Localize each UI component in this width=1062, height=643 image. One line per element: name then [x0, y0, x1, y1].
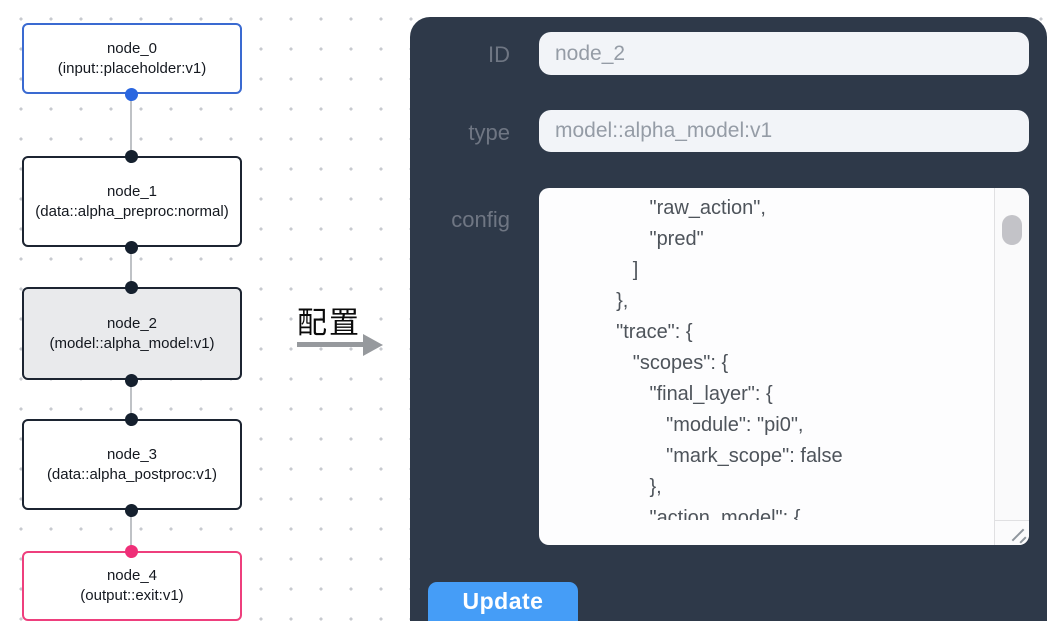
edge-node1-node2 — [130, 247, 132, 287]
node-0[interactable]: node_0 (input::placeholder:v1) — [22, 23, 242, 94]
node-1[interactable]: node_1 (data::alpha_preproc:normal) — [22, 156, 242, 247]
edge-node2-node3 — [130, 380, 132, 419]
id-field-label: ID — [488, 42, 510, 67]
node-subtitle: (model::alpha_model:v1) — [49, 334, 215, 352]
node1-source-handle[interactable] — [125, 241, 138, 254]
update-button[interactable]: Update — [428, 582, 578, 621]
node-title: node_4 — [106, 567, 158, 584]
arrow-head-icon — [363, 334, 383, 356]
node-title: node_3 — [106, 445, 158, 463]
resize-grip-icon[interactable] — [1019, 536, 1027, 544]
node-subtitle: (data::alpha_preproc:normal) — [35, 202, 229, 220]
node0-source-handle[interactable] — [125, 88, 138, 101]
node-subtitle: (output::exit:v1) — [80, 587, 184, 604]
node-3[interactable]: node_3 (data::alpha_postproc:v1) — [22, 419, 242, 510]
node-2[interactable]: node_2 (model::alpha_model:v1) — [22, 287, 242, 380]
config-panel: ID type config "raw_action", "pred" ] },… — [410, 17, 1047, 621]
arrow-right-icon — [297, 342, 364, 347]
node-subtitle: (data::alpha_postproc:v1) — [46, 465, 218, 483]
type-field-label: type — [468, 120, 510, 145]
node3-source-handle[interactable] — [125, 504, 138, 517]
node4-target-handle[interactable] — [125, 545, 138, 558]
node-4[interactable]: node_4 (output::exit:v1) — [22, 551, 242, 621]
node1-target-handle[interactable] — [125, 150, 138, 163]
edge-node0-node1 — [130, 94, 132, 156]
vertical-scrollbar[interactable] — [994, 188, 1029, 520]
scrollbar-thumb[interactable] — [1002, 215, 1022, 245]
config-field-label: config — [451, 207, 510, 232]
scrollbar-corner — [994, 520, 1029, 545]
node-title: node_2 — [106, 314, 158, 332]
edge-node3-node4 — [130, 510, 132, 551]
id-input[interactable] — [539, 32, 1029, 75]
config-annotation-label: 配置 — [297, 307, 361, 340]
config-textarea[interactable]: "raw_action", "pred" ] }, "trace": { "sc… — [539, 188, 1029, 545]
node2-source-handle[interactable] — [125, 374, 138, 387]
type-input[interactable] — [539, 110, 1029, 152]
node-title: node_0 — [106, 39, 158, 57]
node2-target-handle[interactable] — [125, 281, 138, 294]
config-json-text: "raw_action", "pred" ] }, "trace": { "sc… — [616, 197, 843, 520]
node-title: node_1 — [106, 182, 158, 200]
node3-target-handle[interactable] — [125, 413, 138, 426]
node-subtitle: (input::placeholder:v1) — [57, 59, 207, 77]
